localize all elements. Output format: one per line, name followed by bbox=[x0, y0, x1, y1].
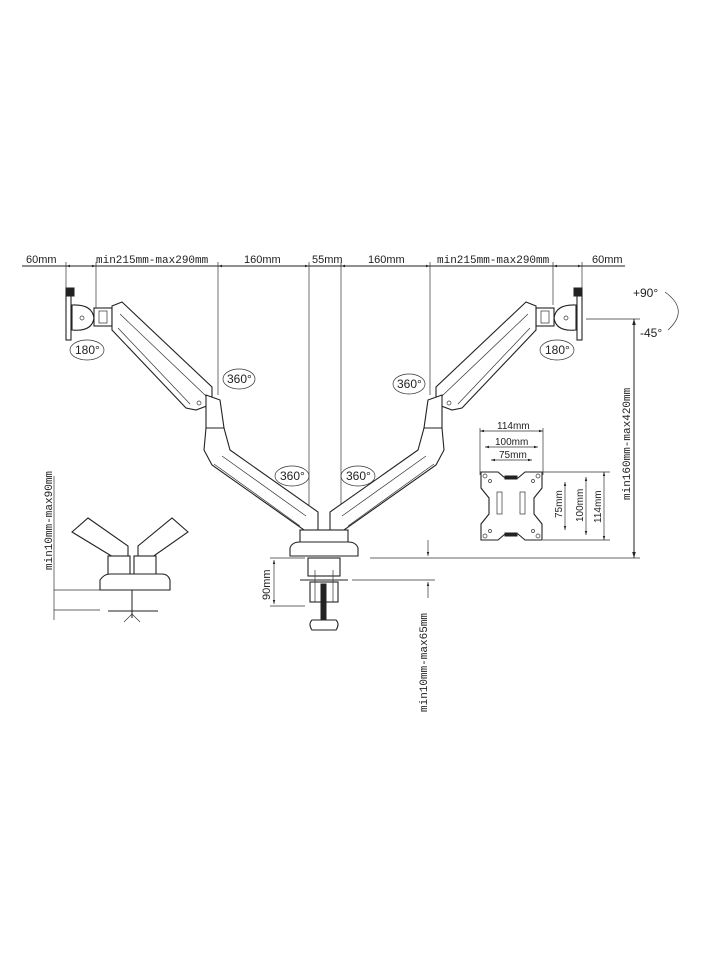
rotation-right-upper: 360° bbox=[397, 377, 422, 391]
dim-right-lower-arm: 160mm bbox=[368, 254, 405, 266]
dim-left-lower-arm: 160mm bbox=[244, 254, 281, 266]
vesa-height-75: 75mm bbox=[554, 490, 565, 518]
top-dimension-chain: 60mm min215mm-max290mm 160mm 55mm 160mm … bbox=[22, 254, 625, 505]
side-desk-thickness-label: min10mm-max90mm bbox=[44, 471, 56, 570]
desk-thickness-label: min10mm-max65mm bbox=[419, 613, 431, 712]
clamp-height-label: 90mm bbox=[261, 569, 273, 600]
vesa-plate: 114mm 100mm 75mm 75mm 100mm 114mm bbox=[479, 421, 610, 541]
rotation-right-head: 180° bbox=[545, 343, 570, 357]
center-base-clamp: 90mm min10mm-max65mm bbox=[261, 529, 435, 712]
vesa-height-114: 114mm bbox=[593, 490, 604, 523]
left-arm: 180° 360° 360° bbox=[65, 287, 319, 531]
dim-left-mount-offset: 60mm bbox=[26, 254, 57, 266]
dim-center-pole: 55mm bbox=[312, 254, 343, 266]
vesa-width-75: 75mm bbox=[499, 450, 527, 461]
height-range-label: min160mm-max420mm bbox=[622, 387, 634, 500]
rotation-left-head: 180° bbox=[75, 343, 100, 357]
vesa-width-114: 114mm bbox=[497, 421, 530, 432]
side-view: min10mm-max90mm bbox=[44, 471, 189, 623]
dim-right-mount-offset: 60mm bbox=[592, 254, 623, 266]
tilt-up: +90° bbox=[633, 286, 658, 300]
dim-left-arm-reach: min215mm-max290mm bbox=[96, 255, 209, 267]
rotation-right-base: 360° bbox=[346, 469, 371, 483]
tilt-down: -45° bbox=[640, 326, 662, 340]
vesa-width-100: 100mm bbox=[495, 437, 528, 448]
height-dimension: min160mm-max420mm bbox=[370, 318, 640, 559]
rotation-left-base: 360° bbox=[280, 469, 305, 483]
rotation-left-upper: 360° bbox=[227, 372, 252, 386]
vesa-height-100: 100mm bbox=[575, 489, 586, 522]
right-arm: 180° 360° 360° bbox=[329, 287, 583, 531]
tilt-indicator: +90° -45° bbox=[633, 286, 679, 340]
dim-right-arm-reach: min215mm-max290mm bbox=[437, 255, 550, 267]
